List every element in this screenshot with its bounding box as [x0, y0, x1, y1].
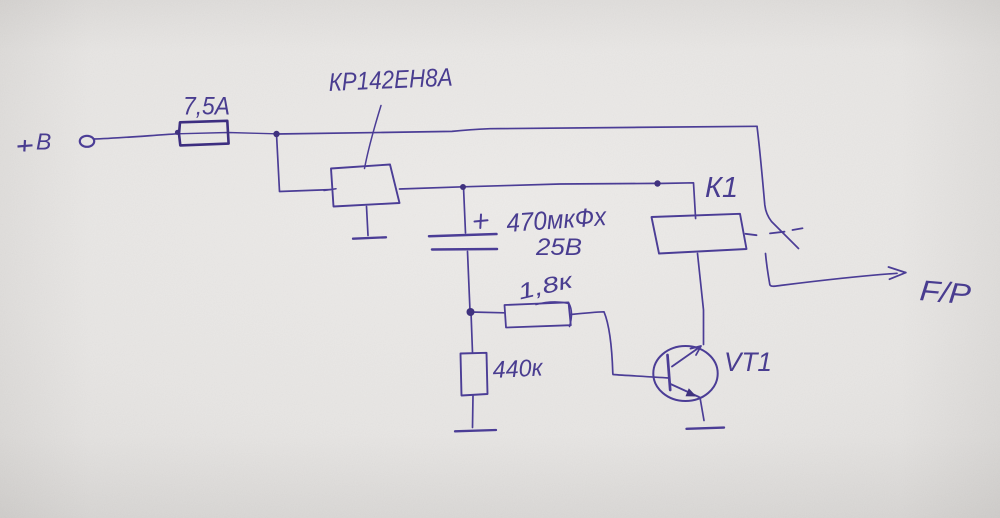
svg-text:VT1: VT1: [724, 347, 772, 377]
svg-text:470мкФx: 470мкФx: [505, 201, 608, 238]
svg-text:К1: К1: [705, 172, 738, 204]
svg-text:440к: 440к: [492, 354, 545, 384]
svg-text:КР142ЕН8А: КР142ЕН8А: [328, 64, 453, 97]
svg-text:7,5А: 7,5А: [183, 93, 230, 121]
svg-text:В: В: [36, 129, 51, 155]
svg-text:F/P: F/P: [918, 275, 972, 311]
svg-text:25В: 25В: [535, 234, 582, 261]
